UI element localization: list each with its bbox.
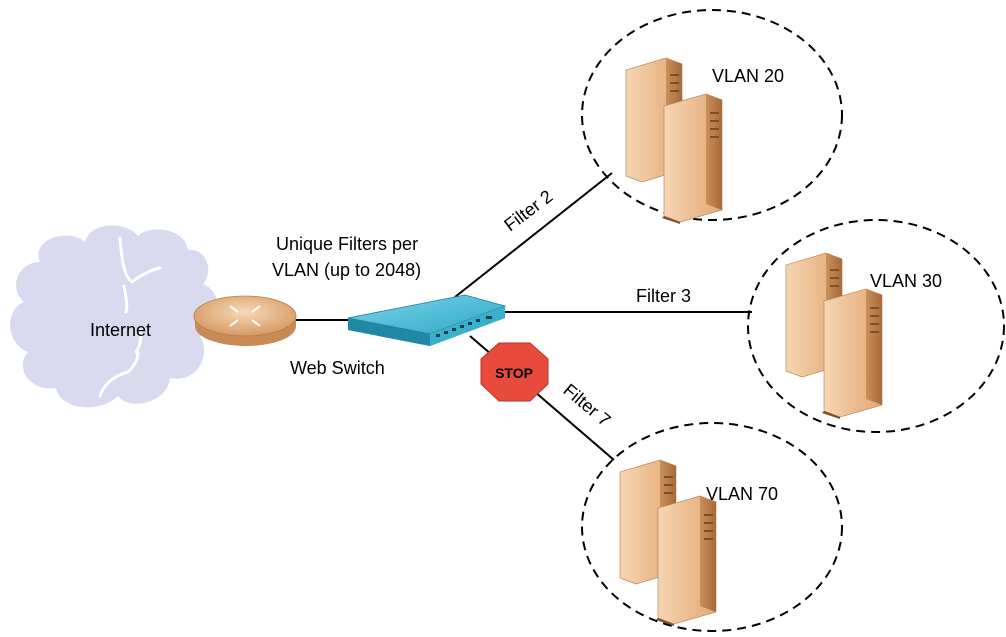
filter-3-label: Filter 3 [636, 286, 691, 306]
internet-cloud: Internet [10, 225, 219, 408]
vlan-20-group: VLAN 20 [581, 9, 843, 225]
filter-7-label: Filter 7 [559, 380, 614, 431]
internet-label: Internet [90, 320, 151, 340]
filter-2-label: Filter 2 [500, 186, 556, 235]
stop-sign-icon: STOP [480, 342, 549, 402]
stop-sign-label: STOP [495, 365, 533, 381]
web-switch-icon [347, 294, 507, 346]
vlan-70-group: VLAN 70 [581, 422, 843, 632]
vlan-30-label: VLAN 30 [870, 271, 942, 291]
router-icon [193, 295, 297, 346]
vlan-30-group: VLAN 30 [747, 219, 1005, 433]
link-filter-2 [454, 172, 613, 298]
switch-caption-line1: Unique Filters per [276, 234, 418, 254]
switch-caption-line2: VLAN (up to 2048) [272, 260, 421, 280]
vlan-20-label: VLAN 20 [712, 66, 784, 86]
web-switch-label: Web Switch [290, 358, 385, 378]
vlan-70-label: VLAN 70 [706, 484, 778, 504]
